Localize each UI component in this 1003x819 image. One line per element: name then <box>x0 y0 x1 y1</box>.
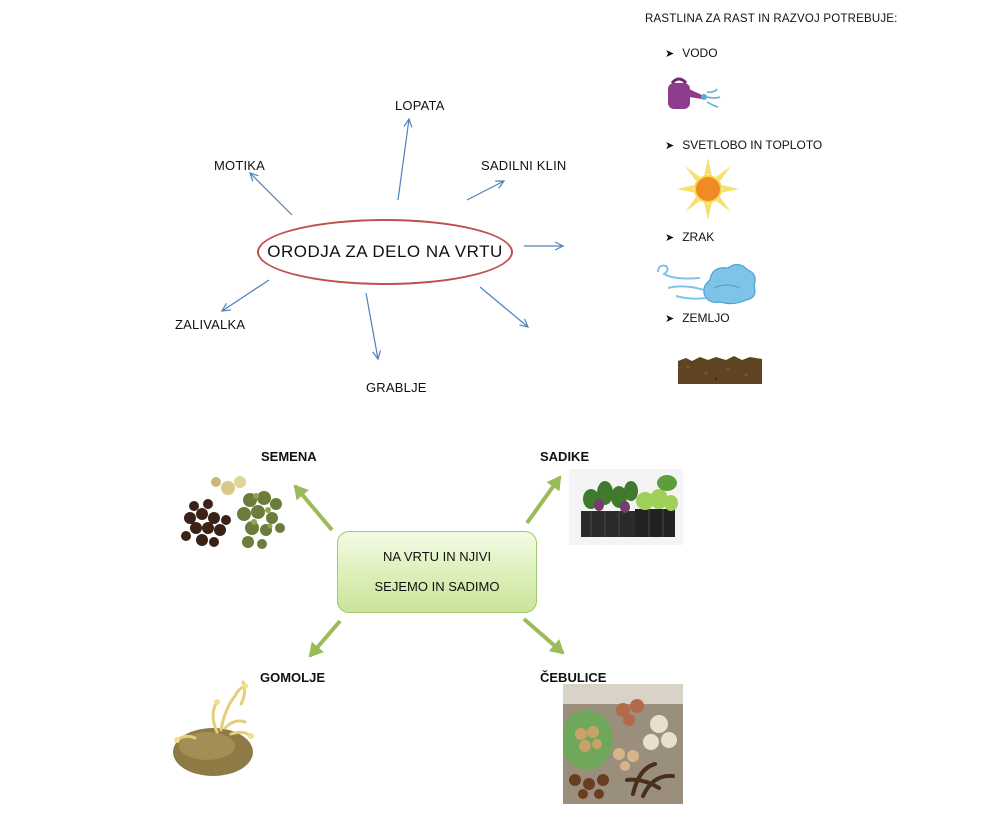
arrow-to-sadilni-klin <box>466 181 504 201</box>
bulbs-image <box>563 684 683 804</box>
arrow-bullet-icon: ➤ <box>665 140 675 152</box>
arrow-to-sadike <box>525 475 562 525</box>
planting-label-semena: SEMENA <box>261 449 317 464</box>
arrow-to-semena <box>293 484 334 532</box>
planting-center-line1: NA VRTU IN NJIVI <box>382 549 492 564</box>
needs-item-label: SVETLOBO IN TOPLOTO <box>682 138 823 152</box>
arrow-bullet-icon: ➤ <box>665 48 675 60</box>
planting-center-line2: SEJEMO IN SADIMO <box>374 579 500 594</box>
arrow-bullet-icon: ➤ <box>665 313 675 325</box>
needs-item-air: ➤ ZRAK <box>665 230 714 244</box>
arrow-to-lopata <box>397 119 409 201</box>
tool-label-grablje: GRABLJE <box>366 380 427 395</box>
tool-label-lopata: LOPATA <box>395 98 445 113</box>
watering-can-icon <box>668 77 721 109</box>
planting-label-cebulice: ČEBULICE <box>540 670 607 685</box>
tool-label-zalivalka: ZALIVALKA <box>175 317 246 332</box>
tools-center-oval: ORODJA ZA DELO NA VRTU <box>257 219 513 285</box>
needs-title: RASTLINA ZA RAST IN RAZVOJ POTREBUJE: <box>645 13 898 25</box>
wind-cloud-icon <box>657 263 756 305</box>
needs-item-light: ➤ SVETLOBO IN TOPLOTO <box>665 138 822 152</box>
tools-center-label: ORODJA ZA DELO NA VRTU <box>267 242 503 261</box>
arrow-bullet-icon: ➤ <box>665 232 675 244</box>
potato-image <box>173 680 254 776</box>
needs-item-label: VODO <box>682 46 718 60</box>
arrow-to-cebulice <box>522 617 565 655</box>
tool-label-sadilni-klin: SADILNI KLIN <box>481 158 567 173</box>
arrow-to-gomolje <box>308 619 342 658</box>
needs-item-label: ZRAK <box>682 230 715 244</box>
seeds-image <box>181 476 285 549</box>
planting-center-box: NA VRTU IN NJIVI SEJEMO IN SADIMO <box>337 531 537 613</box>
seedlings-image <box>569 469 683 545</box>
arrow-to-motika <box>250 173 293 216</box>
needs-item-label: ZEMLJO <box>682 311 730 325</box>
planting-label-gomolje: GOMOLJE <box>260 670 326 685</box>
arrow-to-zalivalka <box>222 279 270 311</box>
arrow-lower-right-empty <box>479 286 528 327</box>
soil-icon <box>678 356 762 384</box>
arrow-to-grablje <box>365 292 378 359</box>
planting-label-sadike: SADIKE <box>540 449 590 464</box>
needs-item-water: ➤ VODO <box>665 46 718 60</box>
tool-label-motika: MOTIKA <box>214 158 266 173</box>
sun-icon <box>677 158 739 220</box>
needs-item-soil: ➤ ZEMLJO <box>665 311 730 325</box>
